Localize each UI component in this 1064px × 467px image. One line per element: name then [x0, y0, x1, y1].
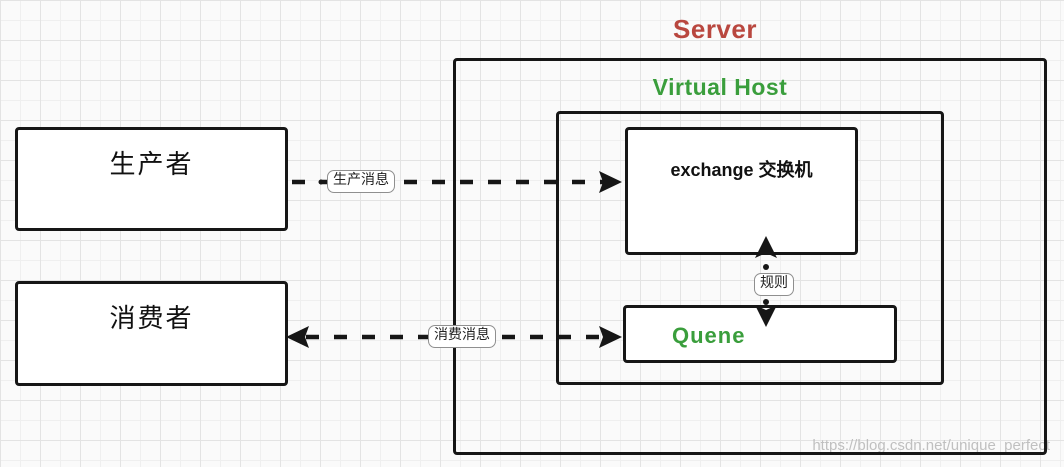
arrowhead-left-icon [286, 326, 309, 348]
watermark: https://blog.csdn.net/unique_perfect [812, 437, 1050, 454]
server-container [453, 58, 1047, 455]
virtual-host-title: Virtual Host [652, 74, 788, 100]
producer-label: 生产者 [109, 150, 194, 179]
rule-label: 规则 [754, 273, 794, 297]
consumer-node: 消费者 [15, 281, 288, 386]
queue-label: Quene [672, 323, 746, 348]
queue-node: Quene [623, 305, 897, 363]
consume-message-label: 消费消息 [428, 325, 496, 349]
consumer-label: 消费者 [109, 304, 194, 333]
produce-line-dot [318, 179, 324, 185]
produce-message-label: 生产消息 [327, 170, 395, 194]
exchange-label: exchange 交换机 [670, 160, 813, 180]
virtual-host-container [556, 111, 944, 385]
exchange-node: exchange 交换机 [625, 127, 858, 255]
producer-node: 生产者 [15, 127, 288, 231]
server-title: Server [673, 14, 757, 44]
